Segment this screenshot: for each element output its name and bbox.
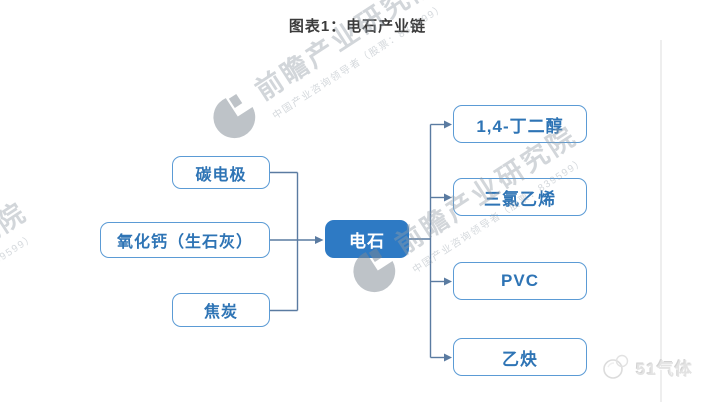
node-label: 1,4-丁二醇	[476, 116, 564, 136]
node-coke: 焦炭	[172, 293, 270, 327]
page-edge-divider	[660, 40, 662, 402]
node-label: 电石	[349, 231, 385, 251]
node-acetylene: 乙炔	[453, 338, 587, 376]
node-label: 三氯乙烯	[484, 189, 556, 209]
node-trichloroethylene: 三氯乙烯	[453, 178, 587, 216]
node-butanediol: 1,4-丁二醇	[453, 105, 587, 143]
figure-title: 图表1：电石产业链	[288, 18, 427, 35]
node-label: PVC	[501, 271, 539, 290]
node-carbon-electrode: 碳电极	[172, 156, 270, 189]
site-logo-text: 51气体	[636, 359, 693, 379]
node-pvc: PVC	[453, 262, 587, 300]
node-label: 氧化钙（生石灰）	[116, 234, 253, 251]
node-label: 乙炔	[502, 349, 538, 369]
arrowheads	[315, 120, 452, 362]
node-label: 焦炭	[203, 304, 238, 321]
gas-bubbles-icon	[603, 354, 629, 379]
site-logo-51gas: 51气体	[601, 352, 693, 382]
node-calcium-carbide: 电石	[325, 220, 409, 258]
node-calcium-oxide: 氧化钙（生石灰）	[100, 222, 270, 258]
node-label: 碳电极	[195, 166, 247, 184]
